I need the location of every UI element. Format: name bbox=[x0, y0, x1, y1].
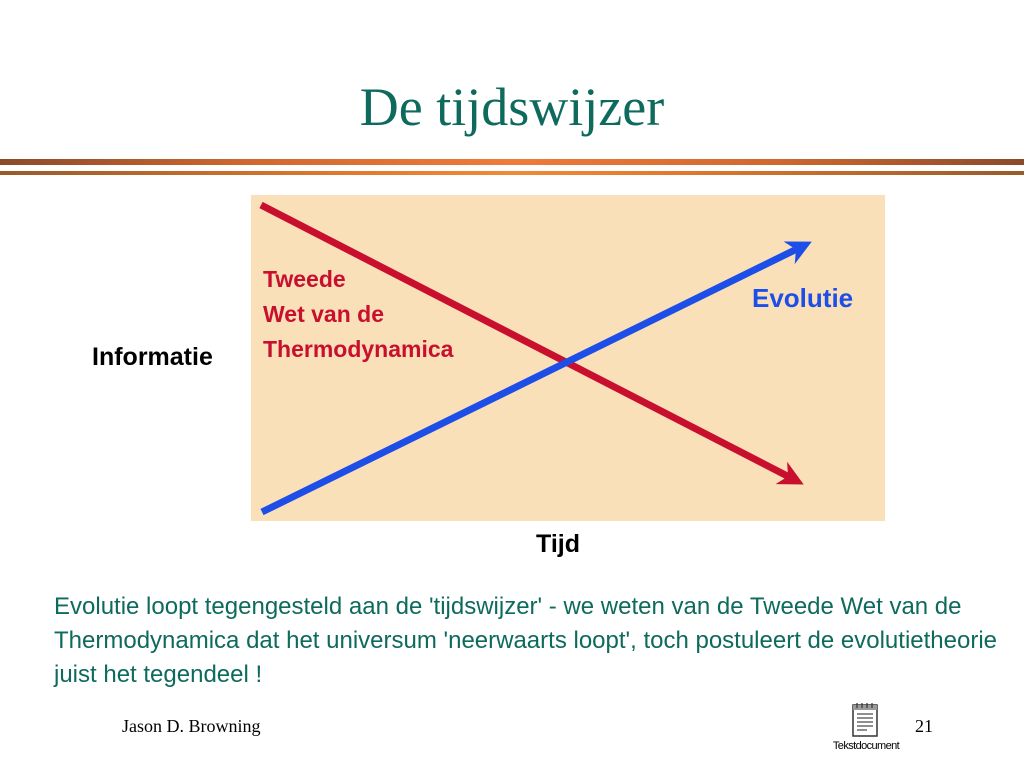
thermodynamics-label: Tweede Wet van de Thermodynamica bbox=[263, 262, 453, 367]
title-divider-bottom bbox=[0, 171, 1024, 175]
text-document-label[interactable]: Tekstdocument bbox=[832, 740, 900, 752]
footer-author: Jason D. Browning bbox=[122, 716, 261, 736]
evolution-label: Evolutie bbox=[752, 283, 854, 313]
title-divider-top bbox=[0, 159, 1024, 165]
slide-title: De tijdswijzer bbox=[359, 77, 665, 137]
evolution-arrow bbox=[260, 241, 812, 516]
y-axis-label: Informatie bbox=[92, 343, 213, 371]
x-axis-label: Tijd bbox=[536, 530, 580, 558]
thermodynamics-label-line: Wet van de bbox=[263, 301, 384, 327]
slide-caption: Evolutie loopt tegengesteld aan de 'tijd… bbox=[54, 593, 998, 688]
thermodynamics-label-line: Thermodynamica bbox=[263, 336, 454, 362]
text-document-icon[interactable] bbox=[849, 701, 881, 739]
page-number: 21 bbox=[915, 716, 933, 736]
thermodynamics-arrow bbox=[259, 201, 804, 485]
thermodynamics-label-line: Tweede bbox=[263, 266, 346, 292]
